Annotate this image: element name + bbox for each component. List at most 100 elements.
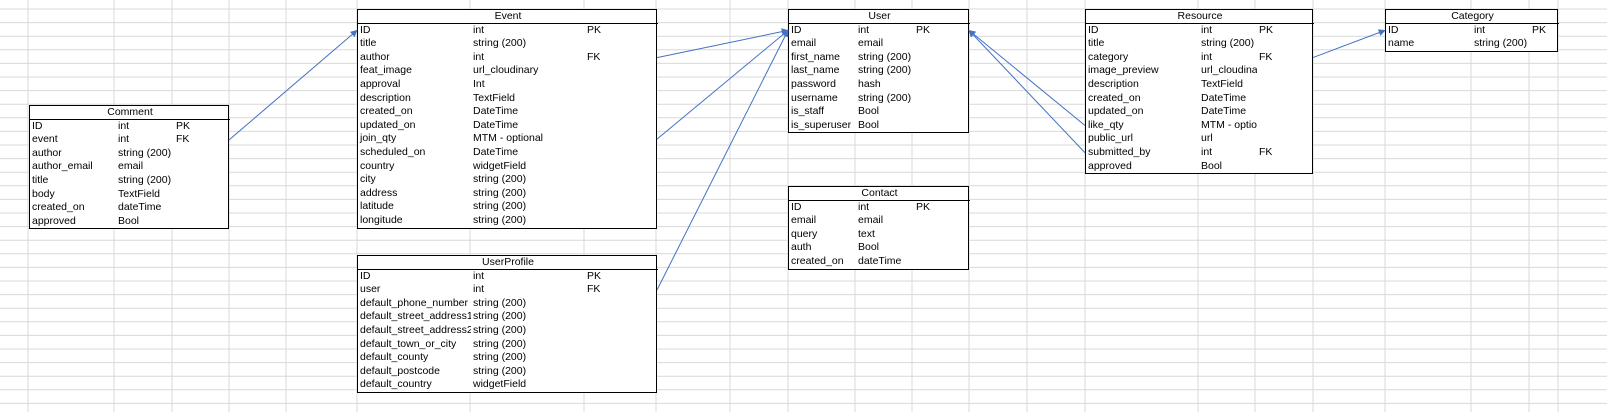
field-name: ID <box>32 119 43 132</box>
field-name: is_staff <box>791 105 825 118</box>
field-key <box>585 310 658 324</box>
field-name: feat_image <box>360 64 412 77</box>
field-type: int <box>858 23 870 36</box>
table-row: is_staff Bool <box>789 105 970 119</box>
field-key <box>1257 37 1314 51</box>
field-type: widgetField <box>473 159 527 172</box>
field-name: city <box>360 173 376 186</box>
field-key <box>585 324 658 338</box>
field-type: string (200) <box>473 351 527 364</box>
field-type: string (200) <box>473 37 527 50</box>
field-type: url_cloudinary <box>1201 64 1257 77</box>
field-name: address <box>360 186 398 199</box>
field-key <box>585 187 658 201</box>
field-name: title <box>1088 37 1105 50</box>
field-key <box>585 132 658 146</box>
field-type: Bool <box>858 105 880 118</box>
field-key <box>914 214 970 228</box>
field-key <box>174 215 230 229</box>
field-key <box>174 188 230 202</box>
table-row: approved Bool <box>1086 160 1314 174</box>
field-type: MTM - optional <box>1201 118 1257 131</box>
field-type: string (200) <box>118 173 172 186</box>
field-type: dateTime <box>858 254 902 267</box>
field-type: string (200) <box>858 64 912 77</box>
field-key <box>585 119 658 133</box>
field-key <box>174 160 230 174</box>
field-name: password <box>791 77 836 90</box>
field-name: event <box>32 133 58 146</box>
field-name: default_street_address2 <box>360 323 471 336</box>
field-type: string (200) <box>473 364 527 377</box>
field-name: default_county <box>360 351 429 364</box>
field-type: string (200) <box>118 146 172 159</box>
field-key <box>585 105 658 119</box>
field-type: DateTime <box>473 105 519 118</box>
field-key: PK <box>587 23 602 36</box>
field-name: created_on <box>1088 91 1141 104</box>
field-name: default_phone_number <box>360 296 469 309</box>
field-name: description <box>360 91 411 104</box>
field-type: int <box>118 119 130 132</box>
field-type: string (200) <box>473 337 527 350</box>
field-key <box>1530 37 1559 51</box>
field-key: PK <box>916 200 931 213</box>
field-type: email <box>118 160 144 173</box>
field-type: Int <box>473 77 485 90</box>
table-title: UserProfile <box>358 256 658 270</box>
field-name: first_name <box>791 50 841 63</box>
field-type: string (200) <box>1474 37 1528 50</box>
field-key <box>585 351 658 365</box>
field-key <box>914 92 970 106</box>
field-type: string (200) <box>473 200 527 213</box>
field-name: ID <box>1388 23 1399 36</box>
field-type: email <box>858 37 884 50</box>
field-type: email <box>858 214 884 227</box>
field-key <box>585 64 658 78</box>
field-key <box>585 214 658 228</box>
field-name: author <box>360 50 390 63</box>
field-key <box>585 78 658 92</box>
field-name: is_superuser <box>791 118 852 131</box>
field-key: FK <box>1259 145 1273 158</box>
field-type: MTM - optional <box>473 132 544 145</box>
field-type: int <box>473 50 485 63</box>
field-key <box>914 37 970 51</box>
field-name: join_qty <box>360 132 397 145</box>
field-key <box>1257 92 1314 106</box>
table-title: Contact <box>789 187 970 201</box>
field-key <box>585 297 658 311</box>
field-key <box>914 255 970 269</box>
field-name: approved <box>1088 159 1132 172</box>
field-key <box>585 378 658 392</box>
field-name: ID <box>360 23 371 36</box>
field-type: Bool <box>1201 159 1223 172</box>
field-name: auth <box>791 241 812 254</box>
